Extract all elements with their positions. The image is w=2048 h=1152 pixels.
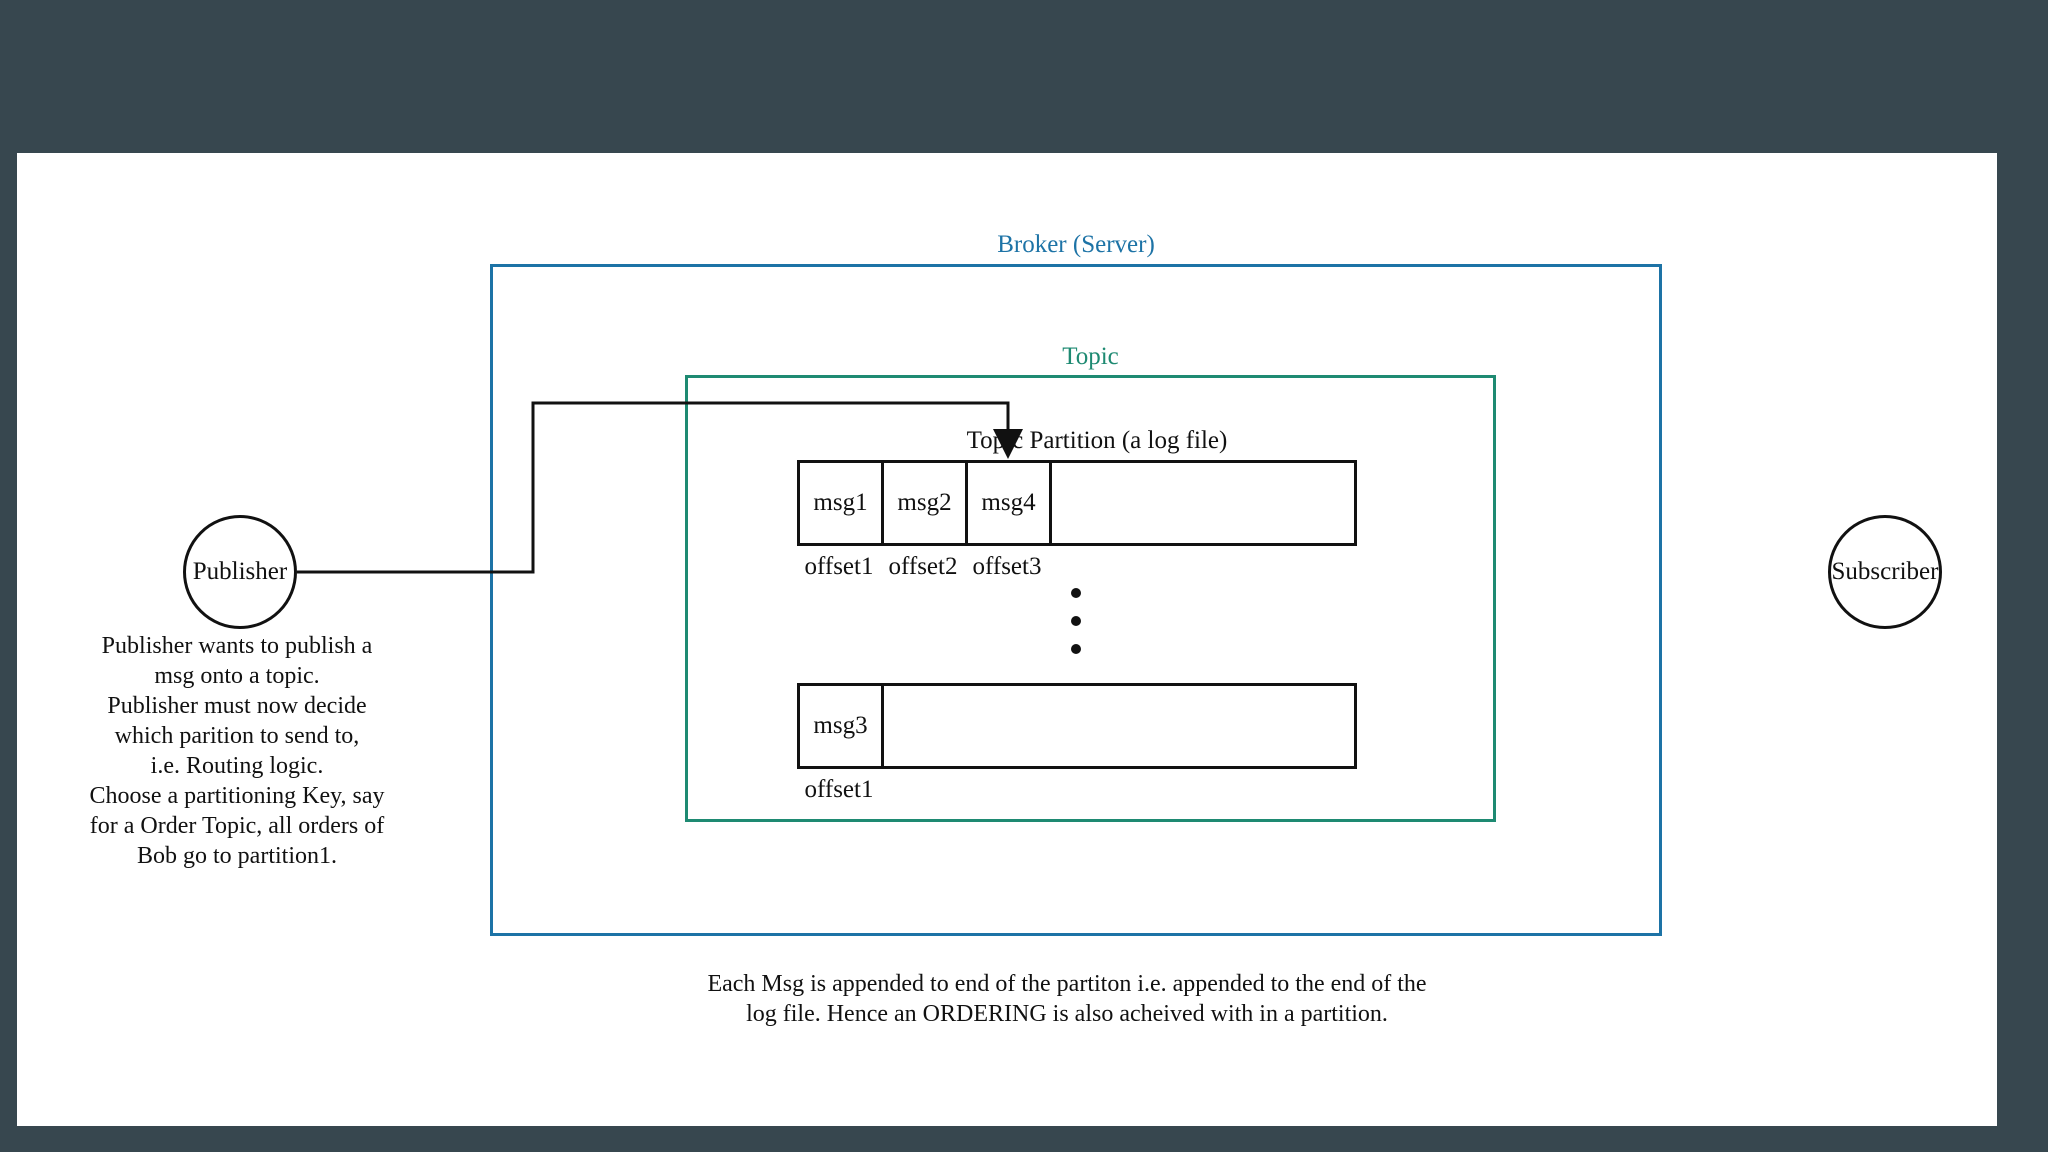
note-line: Publisher must now decide xyxy=(107,693,367,719)
topic-box xyxy=(685,375,1496,822)
topic-label: Topic xyxy=(1062,343,1119,370)
note-line: Each Msg is appended to end of the parti… xyxy=(707,971,1427,997)
note-line: Bob go to partition1. xyxy=(137,843,337,869)
offset-label: offset3 xyxy=(972,553,1042,580)
note-line: for a Order Topic, all orders of xyxy=(89,813,385,839)
connector-line xyxy=(297,401,1023,574)
partition-log-1: msg1 msg2 msg4 xyxy=(797,460,1357,546)
msg-cell: msg1 xyxy=(800,463,884,543)
partition-log-2: msg3 xyxy=(797,683,1357,769)
ellipsis-dot xyxy=(1071,588,1081,598)
note-line: Publisher wants to publish a xyxy=(101,633,373,659)
offset-label: offset1 xyxy=(804,553,874,580)
note-line: Choose a partitioning Key, say xyxy=(89,783,385,809)
ellipsis-dot xyxy=(1071,644,1081,654)
note-line: i.e. Routing logic. xyxy=(150,753,324,779)
note-line: msg onto a topic. xyxy=(154,663,320,689)
publisher-note: Publisher wants to publish a msg onto a … xyxy=(57,631,417,871)
diagram-canvas: Broker (Server) Topic Topic Partition (a… xyxy=(17,153,1997,1126)
offset-label: offset1 xyxy=(804,776,874,803)
subscriber-label: Subscriber xyxy=(1831,558,1939,585)
broker-label: Broker (Server) xyxy=(997,231,1155,258)
subscriber-node: Subscriber xyxy=(1828,515,1942,629)
broker-box xyxy=(490,264,1662,936)
bottom-note: Each Msg is appended to end of the parti… xyxy=(617,969,1517,1029)
note-line: which parition to send to, xyxy=(114,723,360,749)
ellipsis-dot xyxy=(1071,616,1081,626)
msg-cell: msg2 xyxy=(884,463,968,543)
msg-cell: msg4 xyxy=(968,463,1052,543)
publisher-node: Publisher xyxy=(183,515,297,629)
publisher-to-partition-arrow xyxy=(297,401,1023,574)
offset-label: offset2 xyxy=(888,553,958,580)
note-line: log file. Hence an ORDERING is also ache… xyxy=(746,1001,1388,1027)
msg-cell: msg3 xyxy=(800,686,884,766)
publisher-label: Publisher xyxy=(192,558,288,585)
